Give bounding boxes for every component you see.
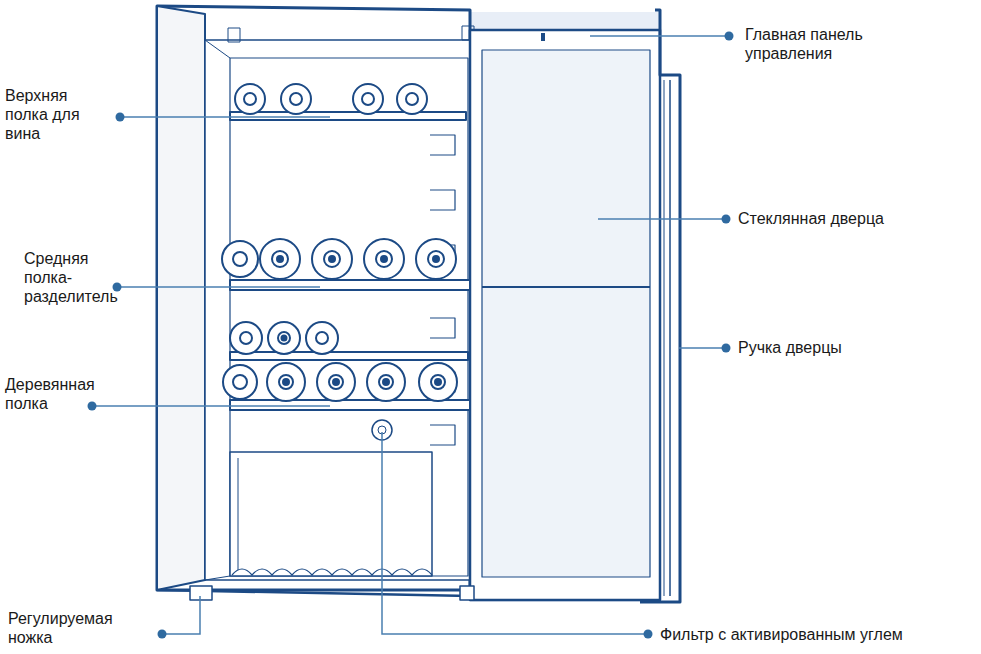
part-label: Ручка дверцы xyxy=(738,338,938,357)
part-label: Стеклянная дверца xyxy=(738,209,958,228)
fridge-body xyxy=(157,6,680,602)
leader-lines xyxy=(92,36,729,634)
part-label: Средняя полка- разделитель xyxy=(24,249,122,306)
part-label: Регулируемая ножка xyxy=(8,609,133,647)
part-label: Деревянная полка xyxy=(5,375,115,413)
part-label: Главная панель управления xyxy=(745,25,905,63)
leader-dots xyxy=(88,32,734,639)
part-label: Верхняя полка для вина xyxy=(5,86,83,143)
wine-bottles xyxy=(222,84,457,401)
part-label: Фильтр с активированным углем xyxy=(660,625,981,644)
